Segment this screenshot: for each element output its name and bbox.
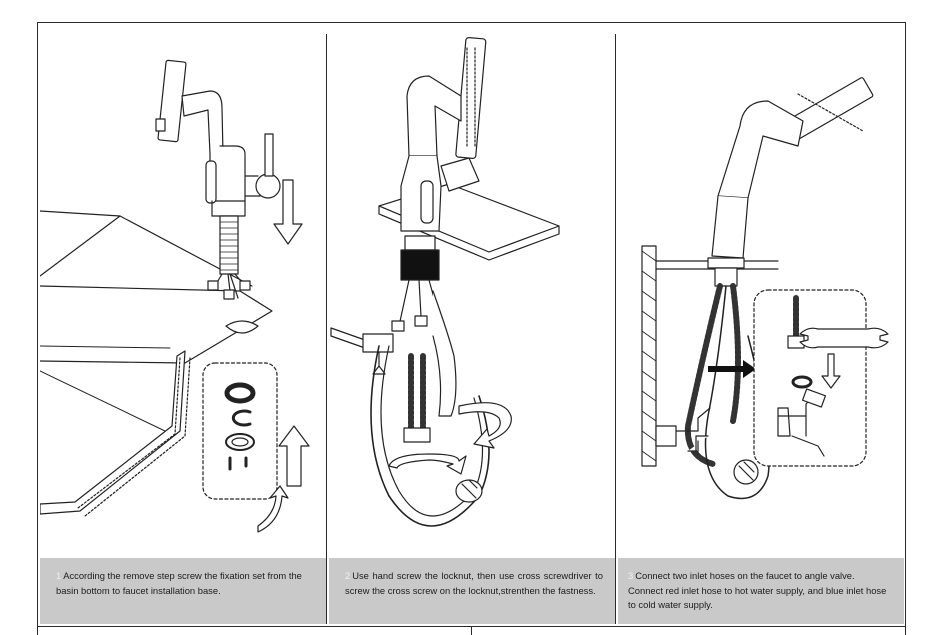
frame-right-border [905, 22, 906, 635]
step-1-text: According the remove step screw the fixa… [56, 570, 302, 596]
panel-divider-2 [615, 34, 616, 624]
step-2-text: Use hand screw the locknut, then use cro… [345, 570, 603, 596]
frame-top-border [37, 22, 905, 23]
step-2-illustration [329, 36, 614, 556]
step-3-illustration [618, 36, 903, 556]
frame-left-border [37, 22, 38, 635]
panel-divider-1 [326, 34, 327, 624]
step-3-number: 3 [628, 570, 634, 581]
step-1-illustration [40, 36, 325, 556]
step-1-number: 1 [56, 570, 62, 581]
step-3-text: Connect two inlet hoses on the faucet to… [628, 570, 887, 610]
frame-bottom-tick [471, 626, 472, 635]
step-2-number: 2 [345, 570, 351, 581]
